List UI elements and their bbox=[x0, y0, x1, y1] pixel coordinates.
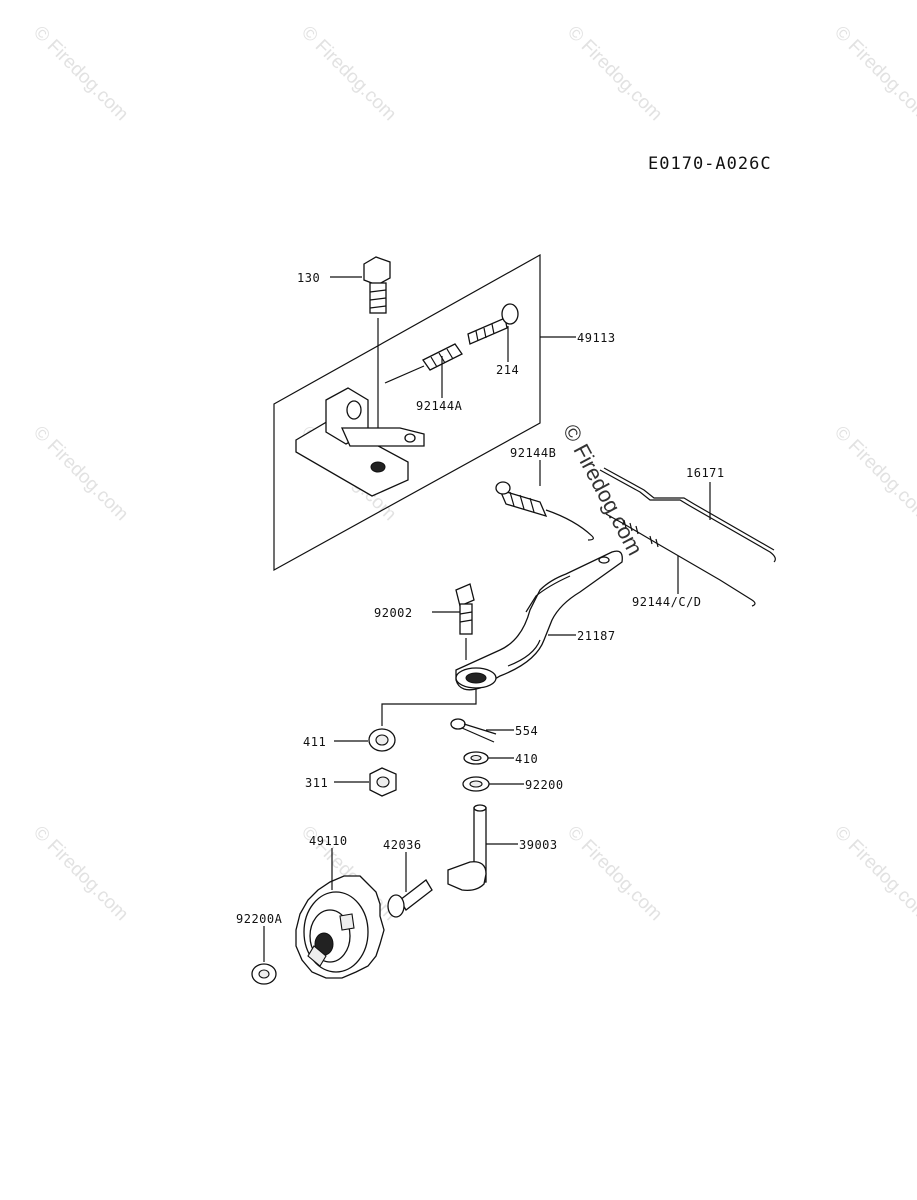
label-410: 410 bbox=[515, 752, 539, 766]
screw-214-shape bbox=[467, 303, 519, 345]
spring-92144B-shape bbox=[495, 481, 594, 541]
label-49110: 49110 bbox=[309, 834, 348, 848]
spring-92144A-shape bbox=[384, 343, 463, 384]
label-92002: 92002 bbox=[374, 606, 413, 620]
label-92200A: 92200A bbox=[236, 912, 283, 926]
label-92200: 92200 bbox=[525, 778, 564, 792]
shaft-39003-shape bbox=[447, 804, 487, 892]
label-130: 130 bbox=[297, 271, 321, 285]
gear-49110-shape bbox=[295, 875, 385, 979]
label-92144B: 92144B bbox=[510, 446, 557, 460]
label-214: 214 bbox=[496, 363, 520, 377]
spring-92144CD-shape bbox=[605, 513, 756, 607]
pin-554-shape bbox=[450, 718, 497, 743]
washer-92200-shape bbox=[462, 776, 490, 792]
nut-311-shape bbox=[369, 767, 397, 797]
bolt-42036-shape bbox=[387, 879, 433, 918]
label-16171: 16171 bbox=[686, 466, 725, 480]
label-21187: 21187 bbox=[577, 629, 616, 643]
bracket-shape bbox=[295, 387, 425, 497]
label-39003: 39003 bbox=[519, 838, 558, 852]
washer-92200A-shape bbox=[251, 963, 277, 985]
diagram-code: E0170-A026C bbox=[648, 154, 772, 174]
label-411: 411 bbox=[303, 735, 327, 749]
bolt-92002-shape bbox=[455, 583, 475, 660]
rod-16171-shape bbox=[599, 469, 776, 563]
label-42036: 42036 bbox=[383, 838, 422, 852]
label-92144A: 92144A bbox=[416, 399, 463, 413]
washer-410-shape bbox=[463, 751, 489, 765]
lever-21187-shape bbox=[455, 550, 623, 691]
label-554: 554 bbox=[515, 724, 539, 738]
assembly-frame bbox=[273, 253, 541, 572]
label-92144CD: 92144/C/D bbox=[632, 595, 702, 609]
label-49113: 49113 bbox=[577, 331, 616, 345]
label-311: 311 bbox=[305, 776, 329, 790]
washer-411-shape bbox=[368, 728, 396, 752]
